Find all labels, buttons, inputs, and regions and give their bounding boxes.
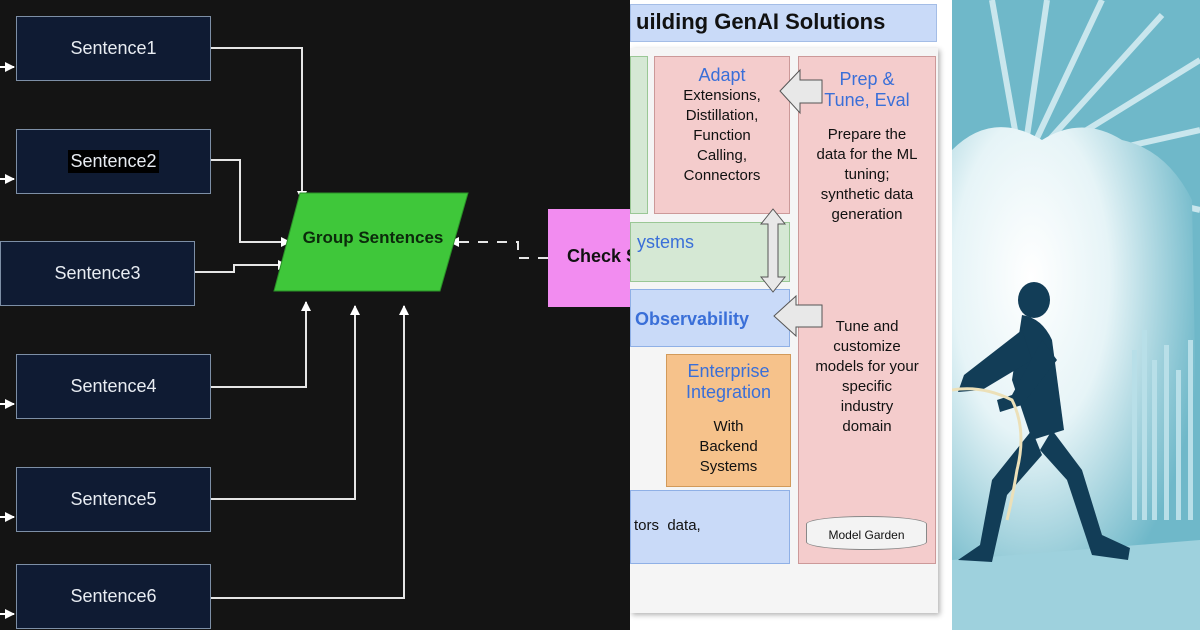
check-node[interactable] [548, 209, 630, 307]
tune-desc-line: Tune and [835, 318, 899, 335]
enterprise-body-line: Systems [699, 458, 758, 475]
prep-desc-line: synthetic data [820, 186, 914, 203]
enterprise-title-line: Enterprise [687, 361, 770, 381]
adapt-line: Function [693, 127, 751, 144]
prep-desc-line: Prepare the [827, 126, 907, 143]
adapt-line: Calling, [696, 147, 748, 164]
model-garden-label: Model Garden [828, 528, 905, 542]
observability-label: Observability [635, 309, 750, 329]
tune-desc-line: specific [841, 378, 893, 395]
rope [952, 387, 1023, 521]
group-sentences-label: Group Sentences [302, 228, 444, 247]
tune-desc-line: industry [840, 398, 894, 415]
sentence-label: Sentence3 [54, 263, 141, 283]
sentence-node[interactable]: Sentence5 [16, 467, 211, 532]
tune-desc-line: models for your [815, 358, 919, 375]
sentence-label: Sentence6 [70, 586, 157, 606]
left-arrow-icon [779, 68, 823, 115]
adapt-line: Extensions, [683, 87, 761, 104]
tune-desc-line: domain [842, 418, 892, 435]
genai-architecture-diagram: uilding GenAI Solutions Adapt Extensions… [630, 0, 952, 630]
connector-layer [0, 47, 548, 619]
sentence-node[interactable]: Sentence2 [16, 129, 211, 194]
prep-desc-line: tuning; [844, 166, 890, 183]
left-arrow-icon [773, 294, 823, 338]
prep-desc-line: data for the ML [816, 146, 918, 163]
data-box-label: tors data, [634, 517, 701, 534]
sentence-node[interactable]: Sentence6 [16, 564, 211, 629]
enterprise-integration-box[interactable]: Enterprise Integration With Backend Syst… [666, 354, 791, 487]
systems-label: ystems [637, 232, 695, 252]
prep-title-line: Tune, Eval [824, 90, 910, 110]
data-box[interactable] [630, 490, 790, 564]
adapt-line: Connectors [683, 167, 761, 184]
enterprise-body-line: With [713, 418, 744, 435]
sentence-connectors [195, 47, 548, 599]
title-bar [630, 4, 937, 42]
sentence-node[interactable]: Sentence3 [0, 241, 195, 306]
sentence-node[interactable]: Sentence1 [16, 16, 211, 81]
green-block [630, 56, 648, 214]
building-silhouettes [1132, 330, 1193, 520]
systems-box[interactable] [630, 222, 790, 282]
tug-of-war-illustration [952, 0, 1200, 630]
adapt-line: Distillation, [685, 107, 759, 124]
up-down-arrow-icon [759, 208, 787, 293]
model-garden-cylinder[interactable] [806, 516, 927, 550]
sentence-label: Sentence1 [70, 38, 157, 58]
sentence-label: Sentence2 [68, 150, 159, 173]
sentence-label: Sentence4 [70, 376, 157, 396]
cloud-glow [952, 127, 1200, 630]
sentence-grouping-diagram: Sentence1 Sentence2 Sentence3 Sentence4 … [0, 0, 630, 630]
adapt-box[interactable]: Adapt Extensions, Distillation, Function… [654, 56, 790, 214]
observability-box[interactable] [630, 289, 790, 347]
check-label: Check S [567, 246, 630, 266]
silhouette-illustration [952, 0, 1200, 630]
incoming-arrows [0, 62, 15, 619]
prep-title-line: Prep & [839, 69, 895, 89]
sentence-label: Sentence5 [70, 489, 157, 509]
arrow-layer [759, 68, 823, 338]
enterprise-body-line: Backend [699, 438, 758, 455]
adapt-title: Adapt [698, 65, 746, 85]
sentence-node[interactable]: Sentence4 [16, 354, 211, 419]
ground [952, 540, 1200, 630]
prep-desc-line: generation [831, 206, 903, 223]
tune-desc-line: customize [833, 338, 901, 355]
group-sentences-shape [273, 192, 469, 292]
enterprise-title-line: Integration [685, 382, 772, 402]
person-silhouette [958, 282, 1130, 562]
diagram-title: uilding GenAI Solutions [636, 9, 886, 34]
